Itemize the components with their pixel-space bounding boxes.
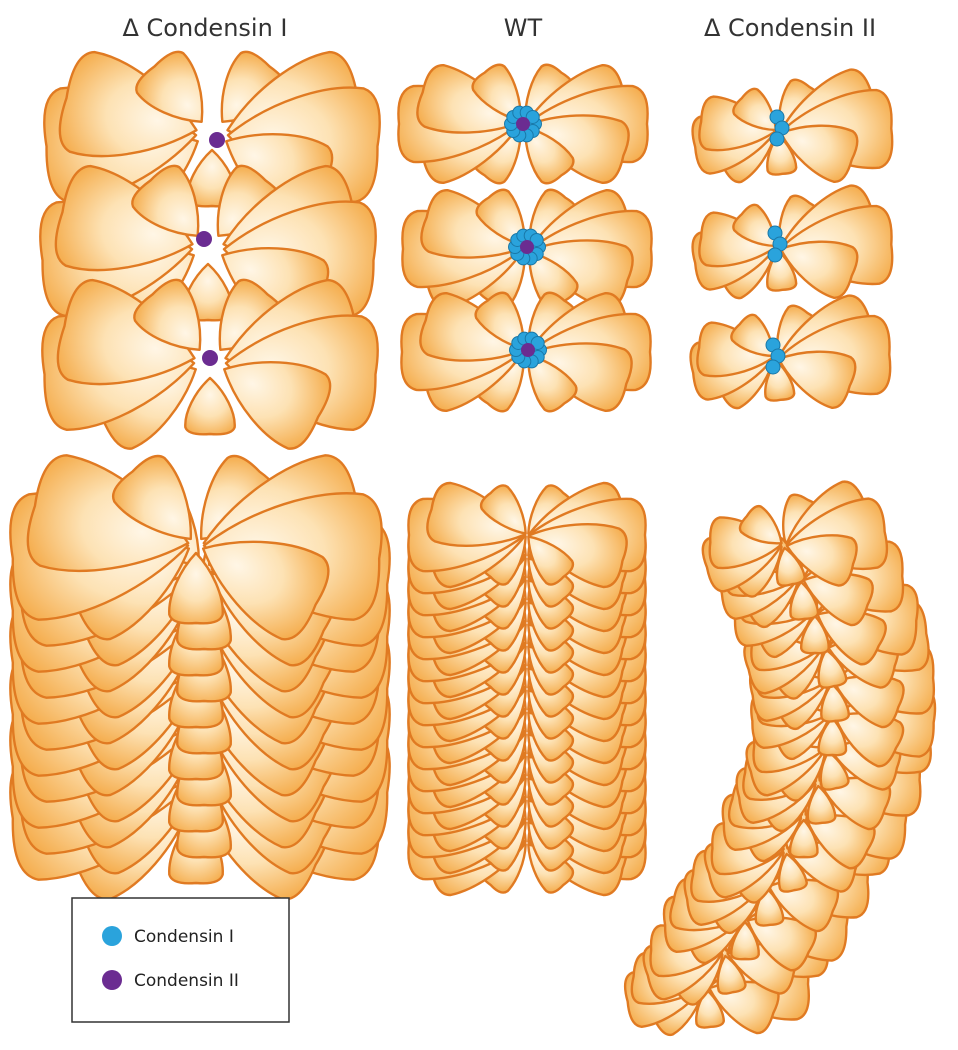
condensin-2-dot bbox=[196, 231, 212, 247]
title-wt: WT bbox=[504, 14, 543, 42]
delta-condensin-2-cross-sections bbox=[684, 63, 900, 427]
title-delta-condensin-2: Δ Condensin II bbox=[704, 14, 876, 42]
delta-condensin-1-cross-sections bbox=[38, 46, 383, 454]
wt-layer-1 bbox=[408, 480, 645, 591]
chromatin-loop bbox=[185, 378, 234, 434]
delta-condensin-2-section-1 bbox=[686, 63, 900, 201]
legend-condensin-1-swatch bbox=[102, 926, 122, 946]
legend: Condensin I Condensin II bbox=[72, 898, 289, 1022]
condensin-1-subunit bbox=[770, 132, 784, 146]
delta-condensin-2-section-2 bbox=[686, 179, 900, 317]
delta-condensin-1-chromosome bbox=[7, 450, 392, 907]
condensin-1-subunit bbox=[766, 360, 780, 374]
condensin-1-subunit bbox=[768, 248, 782, 262]
condensin-2-dot bbox=[520, 240, 534, 254]
legend-box bbox=[72, 898, 289, 1022]
legend-condensin-1-label: Condensin I bbox=[134, 927, 234, 947]
title-delta-condensin-1: Δ Condensin I bbox=[123, 14, 288, 42]
delta-condensin-2-chromosome bbox=[619, 472, 941, 1050]
wt-chromosome bbox=[408, 480, 645, 899]
legend-condensin-2-label: Condensin II bbox=[134, 971, 239, 991]
legend-condensin-2-swatch bbox=[102, 970, 122, 990]
condensin-2-dot bbox=[521, 343, 535, 357]
condensin-2-dot bbox=[209, 132, 225, 148]
condensin-2-dot bbox=[202, 350, 218, 366]
condensin-2-dot bbox=[516, 117, 530, 131]
delta-condensin-2-section-3 bbox=[684, 289, 898, 427]
wt-cross-sections bbox=[398, 61, 651, 416]
